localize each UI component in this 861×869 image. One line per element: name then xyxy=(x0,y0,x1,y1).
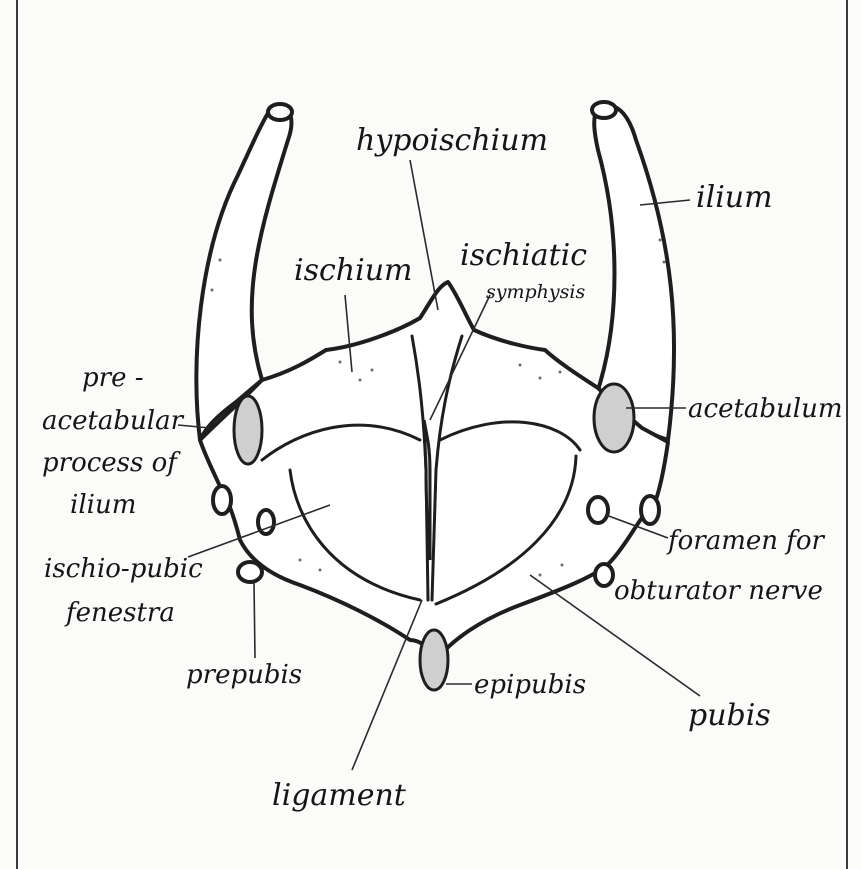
leader-hypoischium xyxy=(410,160,438,310)
label-acetabulum: acetabulum xyxy=(688,396,843,423)
ischio-pubic-plate xyxy=(200,282,668,660)
label-foramen-line2: obturator nerve xyxy=(614,578,823,605)
label-ilium: ilium xyxy=(696,182,773,214)
label-epipubis: epipubis xyxy=(474,672,586,699)
label-symphysis: symphysis xyxy=(486,283,585,303)
right-small-process xyxy=(641,496,659,524)
label-prepubis: prepubis xyxy=(186,662,302,689)
left-prepubis xyxy=(238,562,262,582)
leader-prepubis xyxy=(254,582,255,658)
left-ilium-tip xyxy=(268,104,292,120)
right-prepubis xyxy=(595,564,613,586)
label-hypoischium: hypoischium xyxy=(356,125,548,157)
label-pre-acetabular-line4: ilium xyxy=(70,492,136,519)
label-ischium: ischium xyxy=(294,255,412,287)
left-small-process xyxy=(213,486,231,514)
label-pubis: pubis xyxy=(688,700,771,732)
label-pre-acetabular-line3: process of xyxy=(42,450,177,477)
label-ischio-pubic-line1: ischio-pubic xyxy=(44,556,203,583)
left-acetabulum xyxy=(234,396,262,464)
label-ischio-pubic-line2: fenestra xyxy=(66,600,175,627)
label-pre-acetabular-line1: pre - xyxy=(82,365,144,392)
right-obturator-foramen xyxy=(588,497,608,523)
epipubis xyxy=(420,630,448,690)
label-pre-acetabular-line2: acetabular xyxy=(42,408,183,435)
label-foramen-line1: foramen for xyxy=(668,528,824,555)
label-ischiatic: ischiatic xyxy=(460,240,587,272)
right-ilium-tip xyxy=(592,102,616,118)
right-acetabulum xyxy=(594,384,634,452)
label-ligament: ligament xyxy=(272,780,406,812)
